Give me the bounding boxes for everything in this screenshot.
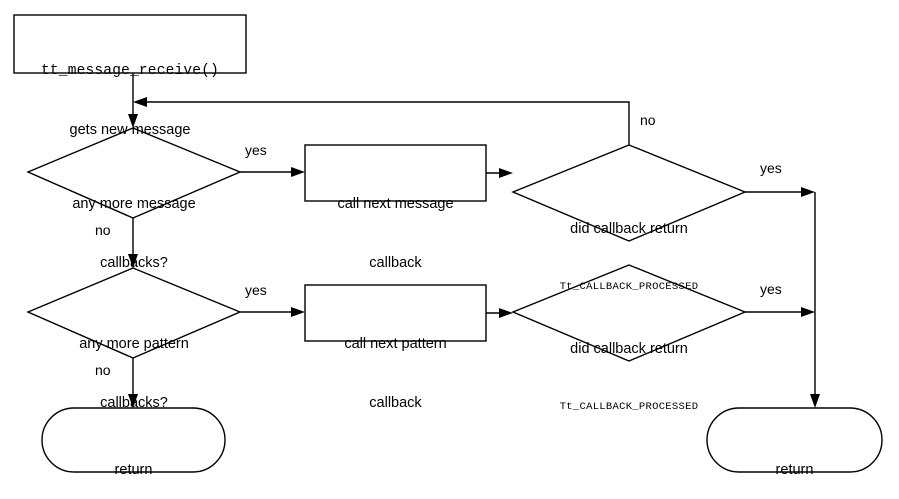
terminal-return-message-shape[interactable] xyxy=(41,407,226,473)
arrowhead-process-message-to-returned xyxy=(499,168,513,178)
process-pattern-callback-shape[interactable] xyxy=(304,284,487,342)
arrowhead-message-returned-yes xyxy=(801,187,815,197)
arrowhead-pattern-decision-yes xyxy=(291,307,305,317)
arrowhead-start-to-message-decision xyxy=(128,114,138,128)
arrowhead-pattern-decision-no xyxy=(128,394,138,408)
decision-pattern-returned-shape[interactable] xyxy=(511,264,747,362)
arrowhead-right-rail-to-return-null xyxy=(810,394,820,408)
arrowhead-process-pattern-to-returned xyxy=(499,308,513,318)
edge-message-returned-no-feedback xyxy=(139,101,630,145)
terminal-return-null-shape[interactable] xyxy=(706,407,883,473)
arrowhead-feedback-into-main-line xyxy=(133,97,147,107)
arrowhead-pattern-returned-yes xyxy=(801,307,815,317)
decision-message-returned-shape[interactable] xyxy=(511,144,747,242)
decision-message-callbacks-shape[interactable] xyxy=(26,127,242,219)
arrowhead-message-decision-no xyxy=(128,254,138,268)
process-message-callback-shape[interactable] xyxy=(304,144,487,202)
arrowhead-message-decision-yes xyxy=(291,167,305,177)
start-box-shape[interactable] xyxy=(13,14,247,74)
decision-pattern-callbacks-shape[interactable] xyxy=(26,267,242,359)
